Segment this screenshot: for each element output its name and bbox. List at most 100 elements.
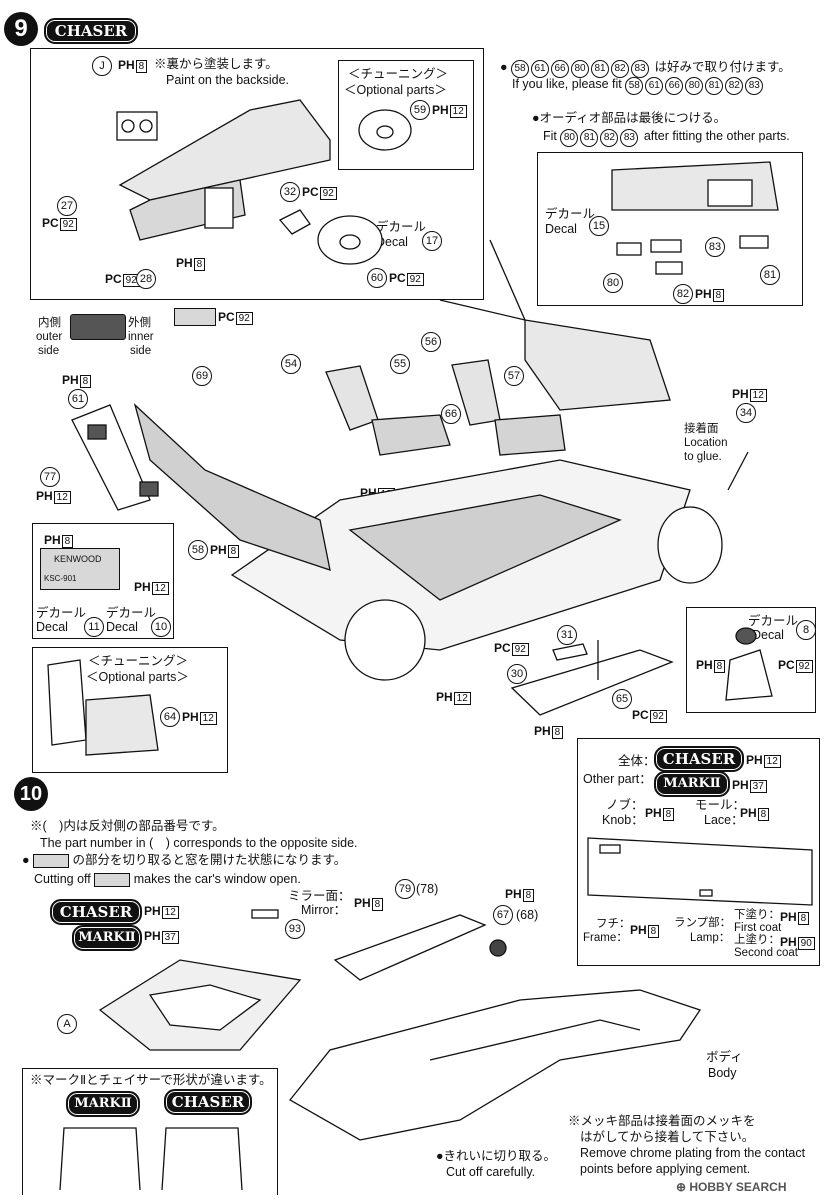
shape-box [22, 1068, 278, 1195]
glue-en2: to glue. [684, 451, 722, 463]
kenwood-decal-left-en: Decal [36, 620, 68, 634]
second-ja: 上塗り： [734, 934, 780, 946]
mirror-chaser-badge: CHASER [50, 899, 142, 925]
audio-decal-num: 15 [589, 216, 609, 236]
shape-chaser-badge: CHASER [164, 1089, 252, 1115]
kenwood-model: KSC-901 [44, 574, 77, 583]
audio-part-81: 81 [580, 129, 599, 147]
part-58-label: 58 [188, 540, 208, 560]
part-77-label: 77 [40, 467, 60, 487]
fit-part-83: 83 [631, 60, 650, 78]
frame-en: Frame： [583, 932, 628, 944]
audio-part-80: 80 [560, 129, 579, 147]
optional-steering-ja: ＜チューニング＞ [348, 67, 449, 81]
lamp-ja: ランプ部： [674, 917, 732, 929]
part-60-label: 60 [367, 268, 387, 288]
step-9-number: 9 [4, 12, 38, 46]
kenwood-decal-left-ja: デカール [36, 606, 87, 620]
legend-side2-en: side [130, 345, 152, 357]
fit-part-en-66: 66 [665, 77, 684, 95]
part-31-label: 31 [557, 625, 577, 645]
shift-decal-ja: デカール [748, 614, 799, 628]
note2-ja: ● の部分を切り取ると窓を開けた状態になります。 [22, 853, 347, 868]
part-66-label: 66 [441, 404, 461, 424]
kenwood-logo-plate [40, 548, 120, 590]
chrome-ja2: はがしてから接着して下さい。 [580, 1130, 755, 1144]
shape-note: ※マークⅡとチェイサーで形状が違います。 [30, 1073, 272, 1087]
lace-ja: モール： [695, 798, 746, 812]
chrome-en2: points before applying cement. [580, 1162, 751, 1176]
part-67-label: 67 [493, 905, 513, 925]
knob-en: Knob： [602, 813, 644, 827]
color-mark2-badge: MARKⅡ [654, 771, 730, 797]
body-en: Body [708, 1066, 737, 1080]
steering-decal-num: 17 [422, 231, 442, 251]
steering-decal-ja: デカール [376, 220, 427, 234]
fit-part-en-82: 82 [725, 77, 744, 95]
kenwood-decal-right-ja: デカール [106, 606, 157, 620]
shape-mark2-badge: MARKⅡ [66, 1091, 140, 1117]
audio-part-82: 82 [600, 129, 619, 147]
fit-part-82: 82 [611, 60, 630, 78]
chaser-badge: CHASER [44, 18, 138, 44]
kenwood-decal-right-en: Decal [106, 620, 138, 634]
legend-side-en: side [38, 345, 60, 357]
part-78-label: (78) [416, 882, 439, 896]
kenwood-decal-left-num: 11 [84, 617, 104, 637]
body-ja: ボディ [706, 1050, 743, 1064]
fit-part-en-80: 80 [685, 77, 704, 95]
part-81-label: 81 [760, 265, 780, 285]
optional-seat-en: ＜Optional parts＞ [86, 670, 189, 684]
fit-part-en-61: 61 [645, 77, 664, 95]
backside-note-en: Paint on the backside. [166, 73, 289, 87]
seat-fabric-swatch-icon [70, 314, 126, 340]
part-32-label: 32 [280, 182, 300, 202]
fit-part-en-58: 58 [625, 77, 644, 95]
part-68-label: (68) [516, 908, 539, 922]
chrome-en1: Remove chrome plating from the contact [580, 1146, 806, 1160]
shift-decal-en: Decal [752, 628, 784, 642]
fit-part-en-83: 83 [745, 77, 764, 95]
cut-en: Cut off carefully. [446, 1165, 536, 1179]
legend-grey-swatch [174, 308, 216, 326]
part-59-label: 59 [410, 100, 430, 120]
legend-outside-ja: 外側 [128, 317, 151, 329]
audio-decal-en: Decal [545, 222, 577, 236]
part-83-label: 83 [705, 237, 725, 257]
audio-note-ja: ●オーディオ部品は最後につける。 [532, 111, 727, 125]
note1-ja: ※( )内は反対側の部品番号です。 [30, 819, 225, 833]
part-69-label: 69 [192, 366, 212, 386]
part-27-label: 27 [57, 196, 77, 216]
first-en: First coat [734, 922, 782, 934]
fit-part-80: 80 [571, 60, 590, 78]
knob-ja: ノブ： [606, 798, 644, 812]
lamp-en: Lamp： [690, 932, 731, 944]
part-61-label: 61 [68, 389, 88, 409]
legend-outer-en: outer [36, 331, 63, 343]
mirror-ja: ミラー面： [288, 889, 351, 903]
cut-ja: ●きれいに切り取る。 [436, 1149, 557, 1163]
